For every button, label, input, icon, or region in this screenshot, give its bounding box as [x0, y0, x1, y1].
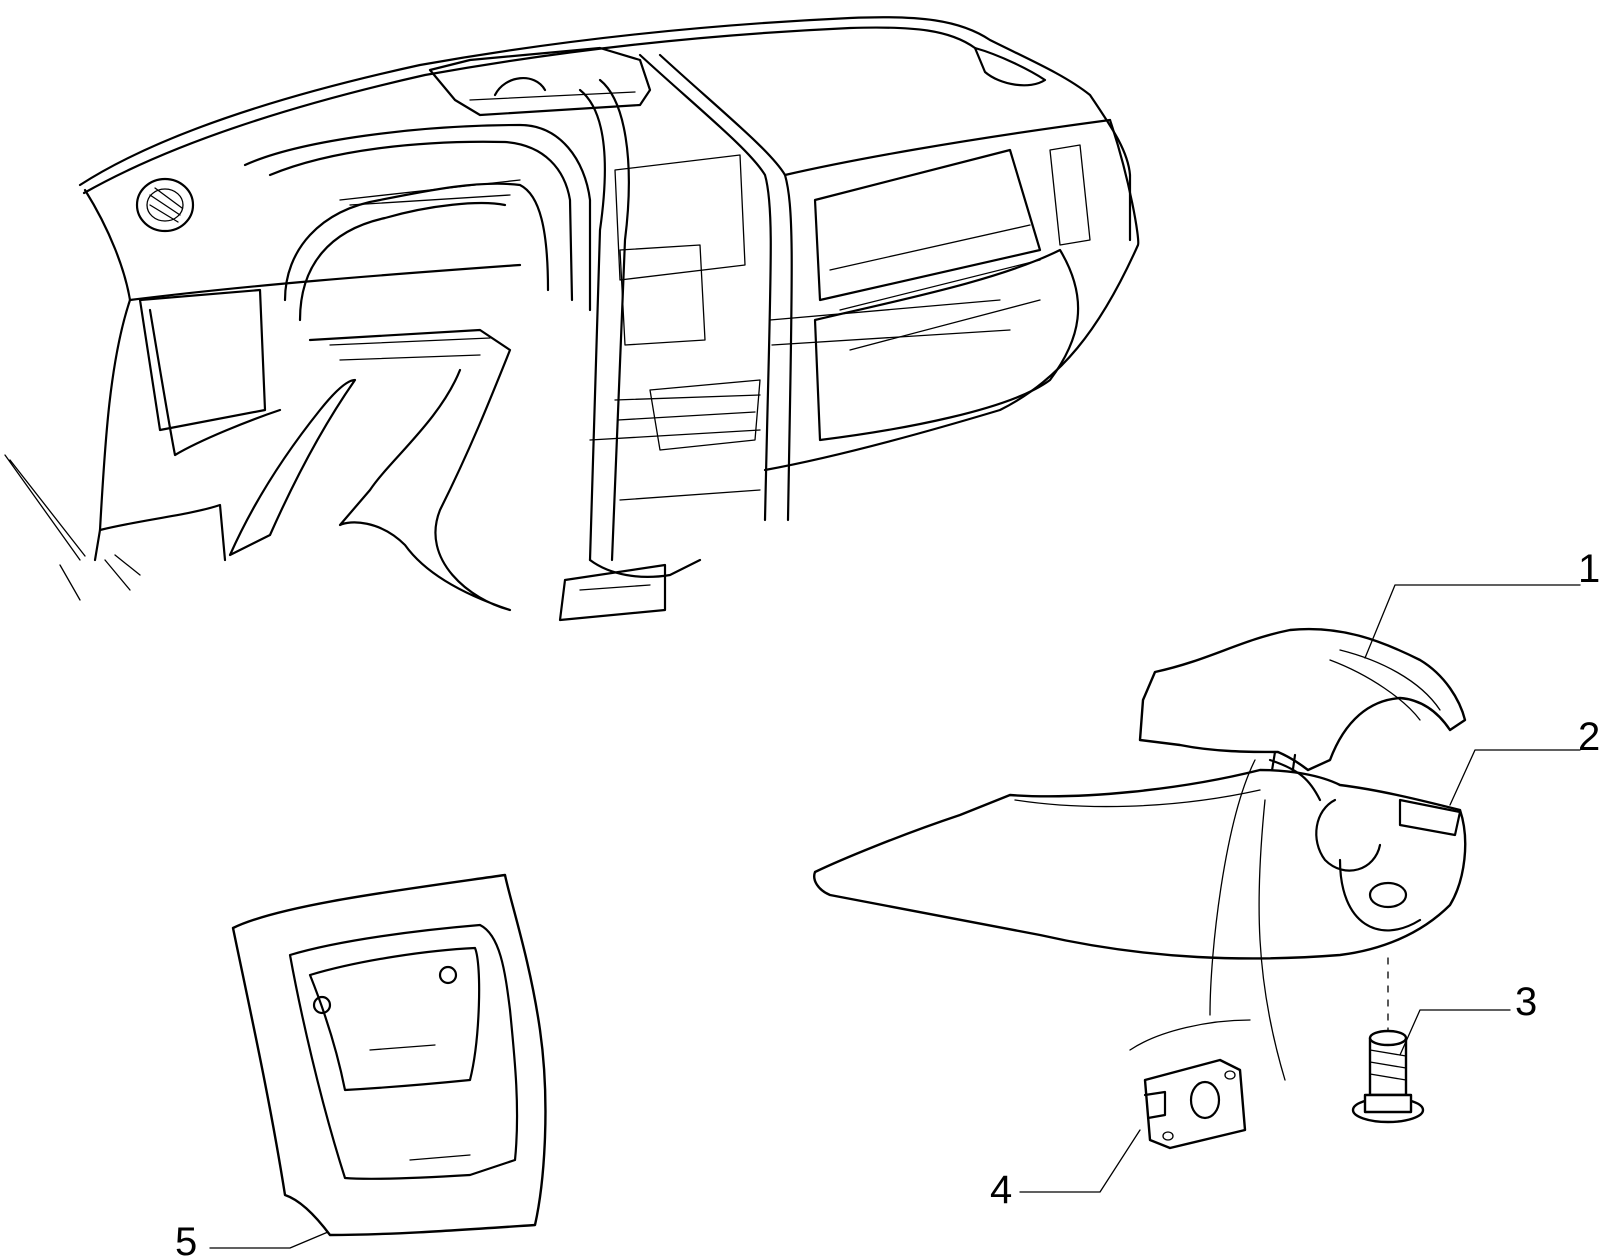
callout-number-5: 5: [175, 1220, 197, 1257]
clip-nut: [1129, 759, 1286, 1150]
dashboard-assembly: [4, 16, 1140, 622]
lower-cover-panel: [231, 873, 547, 1237]
lower-column-shroud: [813, 758, 1467, 960]
callout-number-1: 1: [1578, 547, 1600, 591]
upper-column-shroud: [1138, 627, 1467, 797]
callout-number-4: 4: [990, 1168, 1012, 1212]
leader-line-1: [1364, 584, 1581, 659]
leader-line-3: [1399, 1009, 1511, 1056]
leader-line-5: [209, 1231, 329, 1249]
leader-line-2: [1449, 749, 1581, 806]
leader-line-4: [1019, 1129, 1141, 1193]
callout-number-2: 2: [1578, 715, 1600, 759]
callout-number-3: 3: [1515, 980, 1537, 1024]
leader-lines: [209, 584, 1581, 1249]
screw: [1351, 957, 1425, 1124]
